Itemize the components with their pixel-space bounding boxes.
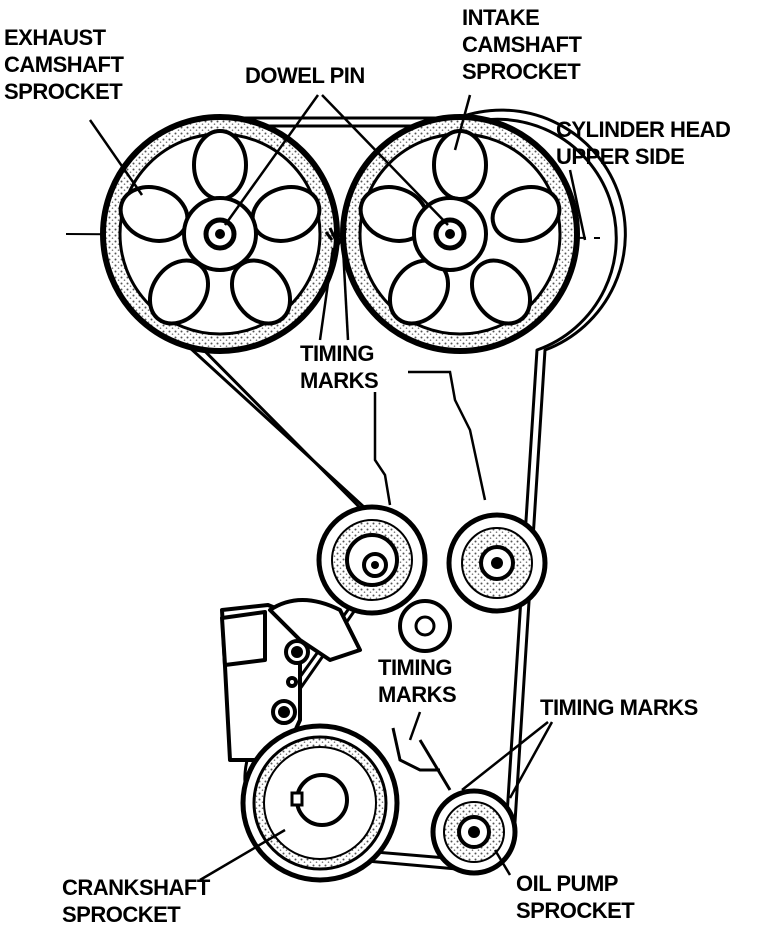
dowel-pin-label: DOWEL PIN xyxy=(245,63,365,88)
timing-marks-middle-label: TIMING MARKS xyxy=(378,654,457,708)
crankshaft-sprocket-label: CRANKSHAFT SPROCKET xyxy=(62,874,210,928)
timing-marks-right-label: TIMING MARKS xyxy=(540,695,698,720)
label-line: TIMING xyxy=(300,341,375,366)
label-line: SPROCKET xyxy=(62,902,181,927)
exhaust-camshaft-sprocket xyxy=(100,114,340,354)
label-line: MARKS xyxy=(378,682,457,707)
cylinder-head-upper-side-label: CYLINDER HEAD UPPER SIDE xyxy=(556,116,731,170)
small-pulley xyxy=(398,599,452,653)
oil-pump-sprocket-label: OIL PUMP SPROCKET xyxy=(516,870,635,924)
label-line: EXHAUST xyxy=(4,25,106,50)
crankshaft-sprocket xyxy=(240,723,400,883)
label-line: UPPER SIDE xyxy=(556,144,685,169)
label-line: SPROCKET xyxy=(462,59,581,84)
label-line: MARKS xyxy=(300,368,379,393)
label-line: INTAKE xyxy=(462,5,540,30)
intake-camshaft-sprocket-label: INTAKE CAMSHAFT SPROCKET xyxy=(462,4,582,85)
leader-lines xyxy=(88,94,587,882)
timing-marks-upper-label: TIMING MARKS xyxy=(300,340,379,394)
tensioner-pulley xyxy=(316,504,428,616)
label-line: CAMSHAFT xyxy=(4,52,124,77)
tensioner-bracket xyxy=(220,598,362,762)
exhaust-camshaft-sprocket-label: EXHAUST CAMSHAFT SPROCKET xyxy=(4,24,124,105)
oil-pump-sprocket xyxy=(430,788,518,876)
label-line: TIMING xyxy=(378,655,453,680)
label-line: SPROCKET xyxy=(516,898,635,923)
label-line: CYLINDER HEAD xyxy=(556,117,731,142)
label-line: SPROCKET xyxy=(4,79,123,104)
label-line: CRANKSHAFT xyxy=(62,875,210,900)
cam-timing-notch xyxy=(324,227,348,249)
label-line: CAMSHAFT xyxy=(462,32,582,57)
lower-timing-pointers xyxy=(391,727,452,791)
idler-pulley xyxy=(446,512,548,614)
label-line: OIL PUMP xyxy=(516,871,618,896)
